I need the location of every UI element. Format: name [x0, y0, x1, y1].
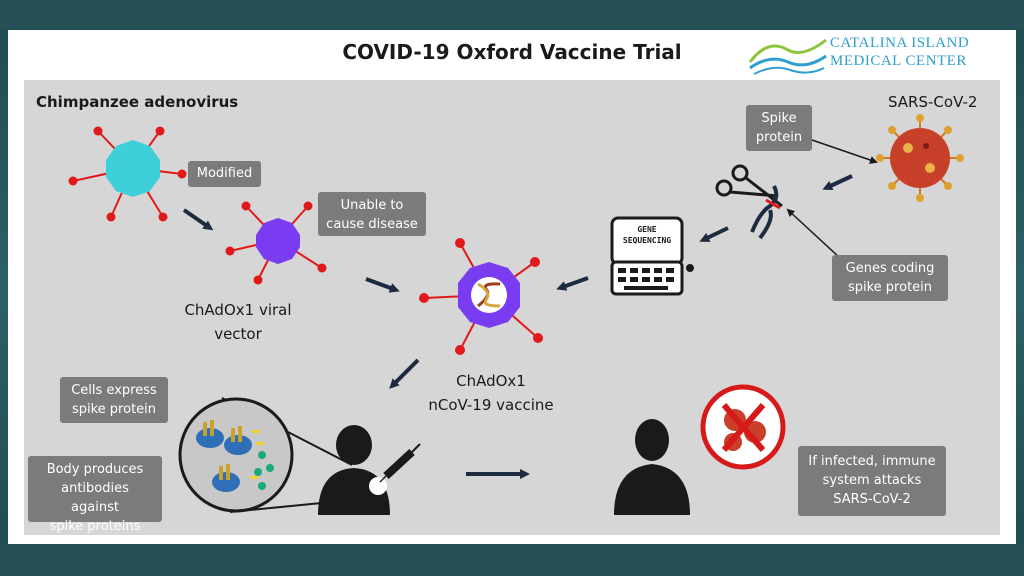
- gene-sequencing-screen-text: GENE SEQUENCING: [614, 224, 680, 246]
- vaccine-label-line1: ChAdOx1: [456, 372, 526, 390]
- vaccine-label: ChAdOx1 nCoV-19 vaccine: [416, 369, 566, 417]
- logo-line2: MEDICAL CENTER: [830, 53, 967, 69]
- spike-protein-box-line2: protein: [755, 130, 803, 145]
- cells-express-box: Cells express spike protein: [60, 377, 168, 423]
- vaccine-icon: [419, 238, 543, 355]
- cell-magnifier-icon: [178, 397, 353, 513]
- viral-vector-label-line1: ChAdOx1 viral: [184, 301, 292, 319]
- top-band: [0, 0, 1024, 30]
- syringe-icon: [379, 443, 421, 483]
- genes-coding-box-line1: Genes coding: [845, 261, 935, 276]
- body-produces-box-line1: Body produces: [46, 462, 144, 477]
- if-infected-box: If infected, immune system attacks SARS-…: [798, 446, 946, 516]
- spike-protein-box-line1: Spike: [761, 111, 797, 126]
- pointer-lines: [786, 139, 878, 259]
- protected-person-icon: [614, 419, 690, 515]
- dna-icon: [750, 185, 781, 240]
- unable-box-line2: cause disease: [326, 217, 418, 232]
- viral-vector-label-line2: vector: [214, 325, 262, 343]
- sars-cov-2-label: SARS-CoV-2: [888, 93, 978, 111]
- cells-express-box-line1: Cells express: [71, 383, 157, 398]
- gene-sequencing-line1: GENE: [637, 225, 657, 234]
- viral-vector-label: ChAdOx1 viral vector: [178, 298, 298, 346]
- genes-coding-box: Genes coding spike protein: [832, 255, 948, 301]
- body-produces-box: Body produces antibodies against spike p…: [28, 456, 162, 534]
- logo: CATALINA ISLAND MEDICAL CENTER: [748, 32, 988, 78]
- adenovirus-icon: [68, 126, 187, 222]
- vaccine-label-line2: nCoV-19 vaccine: [428, 396, 554, 414]
- body-produces-box-line2: antibodies against: [61, 481, 129, 515]
- unable-box-line1: Unable to: [340, 198, 404, 213]
- logo-wave-icon: [748, 38, 827, 75]
- chimpanzee-adenovirus-label: Chimpanzee adenovirus: [36, 93, 239, 111]
- scissors-icon: [715, 164, 783, 208]
- if-infected-box-line3: SARS-CoV-2: [833, 492, 911, 507]
- logo-line1: CATALINA ISLAND: [830, 35, 970, 51]
- bottom-band: [0, 544, 1024, 576]
- vaccinated-person-icon: [318, 425, 390, 515]
- flow-arrows: [182, 174, 853, 479]
- gene-sequencing-computer-icon: [610, 216, 694, 296]
- body-produces-box-line3: spike proteins: [49, 519, 141, 534]
- spike-protein-box: Spike protein: [746, 105, 812, 151]
- slide-title: COVID-19 Oxford Vaccine Trial: [342, 40, 682, 64]
- if-infected-box-line2: system attacks: [822, 473, 922, 488]
- viral-vector-icon: [225, 201, 327, 285]
- cells-express-box-line2: spike protein: [71, 402, 157, 417]
- gene-sequencing-line2: SEQUENCING: [622, 236, 672, 245]
- genes-coding-box-line2: spike protein: [847, 280, 933, 295]
- no-virus-icon: [700, 384, 786, 470]
- sars-cov-2-icon: [876, 114, 964, 202]
- if-infected-box-line1: If infected, immune: [808, 454, 936, 469]
- modified-box: Modified: [188, 161, 261, 187]
- unable-box: Unable to cause disease: [318, 192, 426, 236]
